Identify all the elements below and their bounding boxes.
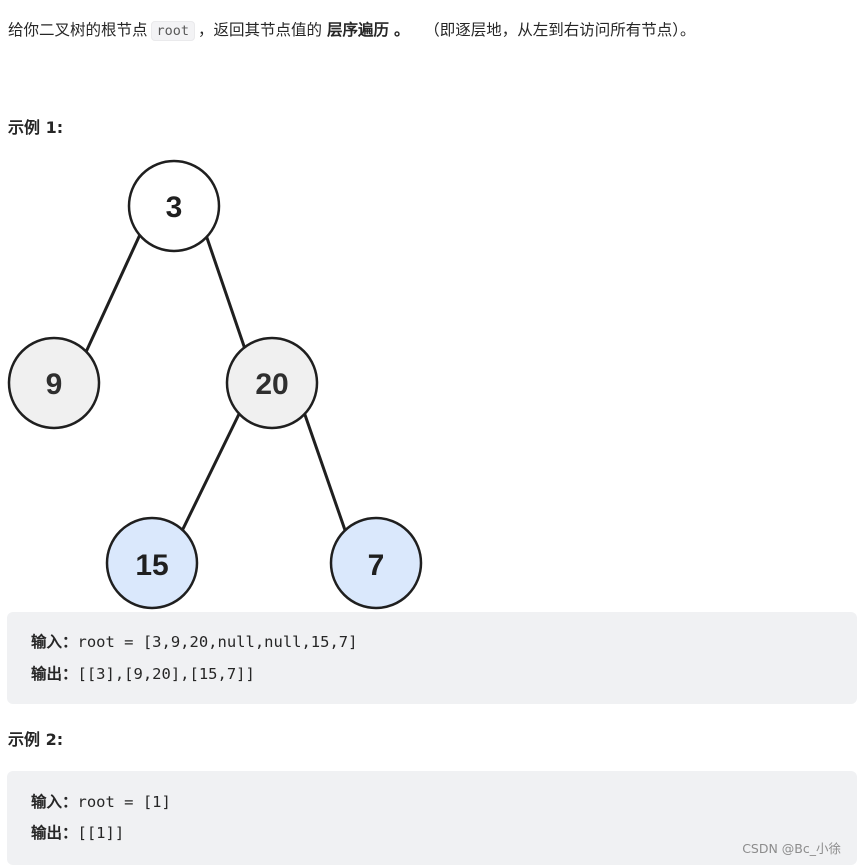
example-1-heading: 示例 1:	[8, 118, 64, 137]
example-2-heading: 示例 2:	[8, 730, 64, 749]
tree-node-7-label: 7	[368, 549, 385, 582]
problem-text-1: 给你二叉树的根节点	[8, 21, 148, 39]
tree-node-9	[7, 336, 101, 430]
example-2-input-line: 输入：root = [1]	[31, 790, 171, 812]
csdn-watermark: CSDN @Bc_小徐	[742, 841, 841, 856]
tree-node-3	[127, 159, 221, 253]
problem-text-2: ，返回其节点值的	[198, 21, 323, 39]
bold-term-level-order: 层序遍历	[326, 21, 389, 39]
edge-3-20	[204, 234, 248, 353]
tree-node-3-label: 3	[166, 191, 183, 224]
output-value: [[3],[9,20],[15,7]]	[77, 665, 255, 683]
tree-node-15	[105, 516, 199, 610]
problem-note: （即逐层地，从左到右访问所有节点）。	[424, 21, 696, 39]
inline-code-root: root	[150, 21, 196, 41]
tree-node-9-label: 9	[46, 368, 63, 401]
input-value: root = [1]	[77, 793, 171, 811]
edge-20-15	[179, 411, 242, 534]
input-label: 输入：	[31, 793, 78, 811]
output-label: 输出：	[31, 665, 78, 683]
edge-3-9	[84, 227, 145, 353]
output-value: [[1]]	[77, 824, 125, 842]
output-label: 输出：	[31, 824, 78, 842]
tree-node-15-label: 15	[135, 549, 168, 582]
input-label: 输入：	[31, 633, 78, 651]
example-2-output-line: 输出：[[1]]	[31, 821, 124, 843]
tree-node-7	[329, 516, 423, 610]
example-1-code-block: 输入：root = [3,9,20,null,null,15,7] 输出：[[3…	[7, 612, 857, 704]
example-1-output-line: 输出：[[3],[9,20],[15,7]]	[31, 662, 255, 684]
input-value: root = [3,9,20,null,null,15,7]	[77, 633, 358, 651]
binary-tree-diagram: 3 9 20 15 7	[7, 159, 423, 610]
tree-node-20-label: 20	[255, 368, 288, 401]
example-1-input-line: 输入：root = [3,9,20,null,null,15,7]	[31, 630, 357, 652]
problem-period: 。	[393, 21, 410, 39]
tree-node-20	[225, 336, 319, 430]
edge-20-7	[302, 411, 348, 534]
example-2-code-block: 输入：root = [1] 输出：[[1]]	[7, 771, 857, 865]
